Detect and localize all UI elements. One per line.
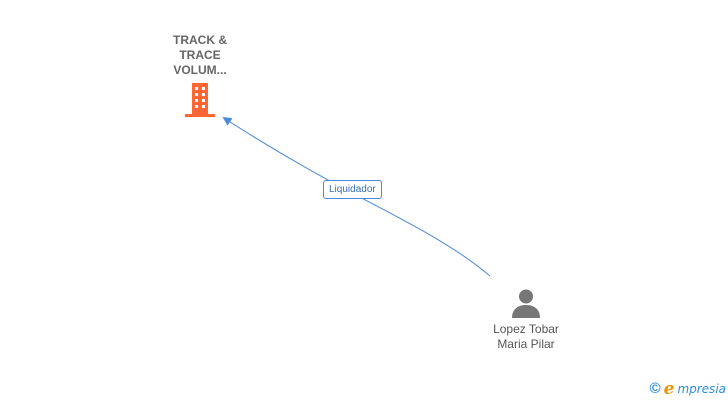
copyright-icon: ©: [649, 380, 661, 397]
person-node[interactable]: Lopez Tobar Maria Pilar: [466, 288, 586, 352]
building-icon: [185, 83, 215, 117]
company-node[interactable]: TRACK & TRACE VOLUM...: [150, 33, 250, 118]
brand-logo-initial: e: [663, 379, 675, 399]
person-icon: [512, 289, 540, 318]
company-name[interactable]: TRACK & TRACE VOLUM...: [173, 33, 227, 77]
person-name[interactable]: Lopez Tobar Maria Pilar: [493, 322, 559, 351]
brand-logo-text: mpresia: [677, 382, 726, 396]
relation-edge-line: [222, 117, 491, 277]
relation-label[interactable]: Liquidador: [323, 180, 382, 199]
